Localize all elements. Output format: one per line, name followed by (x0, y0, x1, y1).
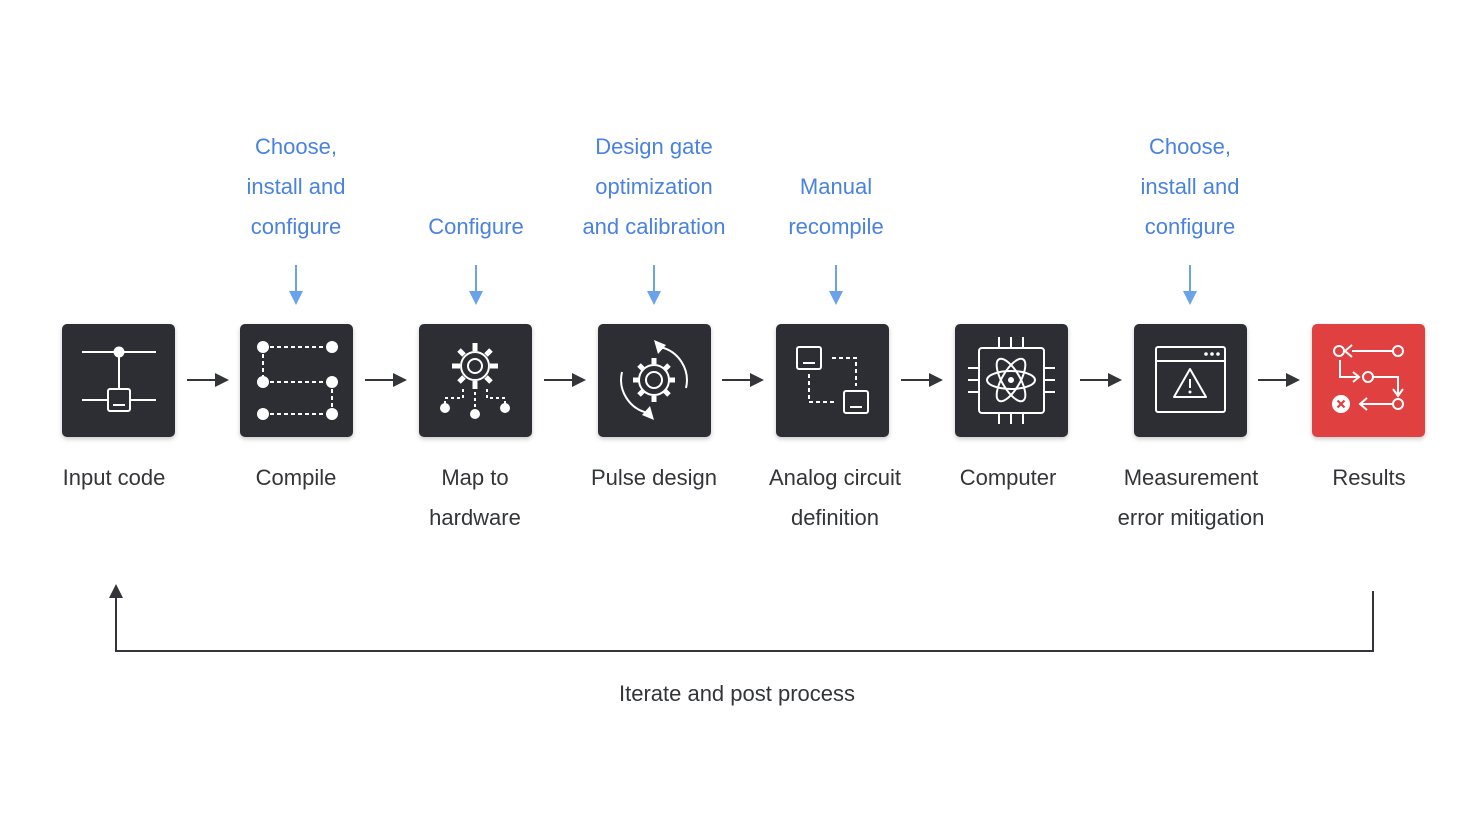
flow-arrow-icon (901, 373, 943, 387)
annotation-line: Manual (799, 174, 873, 199)
label-line: definition (790, 505, 880, 530)
flow-arrow-icon (544, 373, 586, 387)
gear-chip-icon (440, 343, 510, 419)
label-results: Results (1269, 458, 1469, 498)
label-map-to-hardware: Map to hardware (375, 458, 575, 538)
annotation-line: configure (250, 214, 342, 239)
annotation-arrow-icon (469, 265, 483, 305)
label-line: Map to (441, 465, 509, 490)
step-measurement (1134, 324, 1247, 437)
annotation-line: install and (246, 174, 346, 199)
gear-cycle-icon (620, 340, 688, 420)
label-compile: Compile (196, 458, 396, 498)
annotation-line: and calibration (582, 214, 726, 239)
flow-arrow-icon (722, 373, 764, 387)
flow-arrow-icon (1080, 373, 1122, 387)
annotation-compile: Choose, install and configure (196, 127, 396, 247)
annotation-line: configure (1144, 214, 1236, 239)
atom-chip-icon (968, 337, 1055, 424)
step-compile (240, 324, 353, 437)
step-map-to-hardware (419, 324, 532, 437)
annotation-line: Design gate (595, 134, 713, 159)
annotation-line: Choose, (1149, 134, 1231, 159)
flow-arrow-icon (1258, 373, 1300, 387)
annotation-arrow-icon (1183, 265, 1197, 305)
annotation-line: optimization (595, 174, 713, 199)
label-line: Compile (255, 465, 337, 490)
flow-arrow-icon (365, 373, 407, 387)
step-pulse-design (598, 324, 711, 437)
annotation-line: recompile (788, 214, 884, 239)
step-computer (955, 324, 1068, 437)
label-line: hardware (429, 505, 521, 530)
flow-arrow-icon (187, 373, 229, 387)
label-input-code: Input code (14, 458, 214, 498)
annotation-arrow-icon (647, 265, 661, 305)
label-line: Pulse design (591, 465, 717, 490)
annotation-analog-circuit: Manual recompile (736, 127, 936, 247)
label-analog-circuit: Analog circuit definition (735, 458, 935, 538)
annotation-arrow-icon (829, 265, 843, 305)
label-line: error mitigation (1117, 505, 1265, 530)
annotation-pulse-design: Design gate optimization and calibration (554, 127, 754, 247)
annotation-measurement: Choose, install and configure (1090, 127, 1290, 247)
node-graph-icon (257, 341, 338, 420)
label-line: Analog circuit (768, 465, 902, 490)
annotation-arrow-icon (289, 265, 303, 305)
circuit-icon (82, 346, 156, 412)
annotation-line: Choose, (255, 134, 337, 159)
step-analog-circuit (776, 324, 889, 437)
label-pulse-design: Pulse design (554, 458, 754, 498)
label-line: Measurement (1123, 465, 1259, 490)
results-flow-icon (1332, 344, 1404, 413)
annotation-map-to-hardware: Configure (376, 127, 576, 247)
annotation-line: install and (1140, 174, 1240, 199)
label-line: Results (1332, 465, 1406, 490)
loop-label: Iterate and post process (618, 681, 856, 706)
label-computer: Computer (908, 458, 1108, 498)
annotation-line: Configure (428, 214, 524, 239)
label-measurement: Measurement error mitigation (1091, 458, 1291, 538)
step-input-code (62, 324, 175, 437)
step-results (1312, 324, 1425, 437)
label-line: Computer (959, 465, 1057, 490)
connected-squares-icon (796, 346, 869, 414)
label-line: Input code (62, 465, 166, 490)
warning-window-icon (1155, 346, 1226, 413)
